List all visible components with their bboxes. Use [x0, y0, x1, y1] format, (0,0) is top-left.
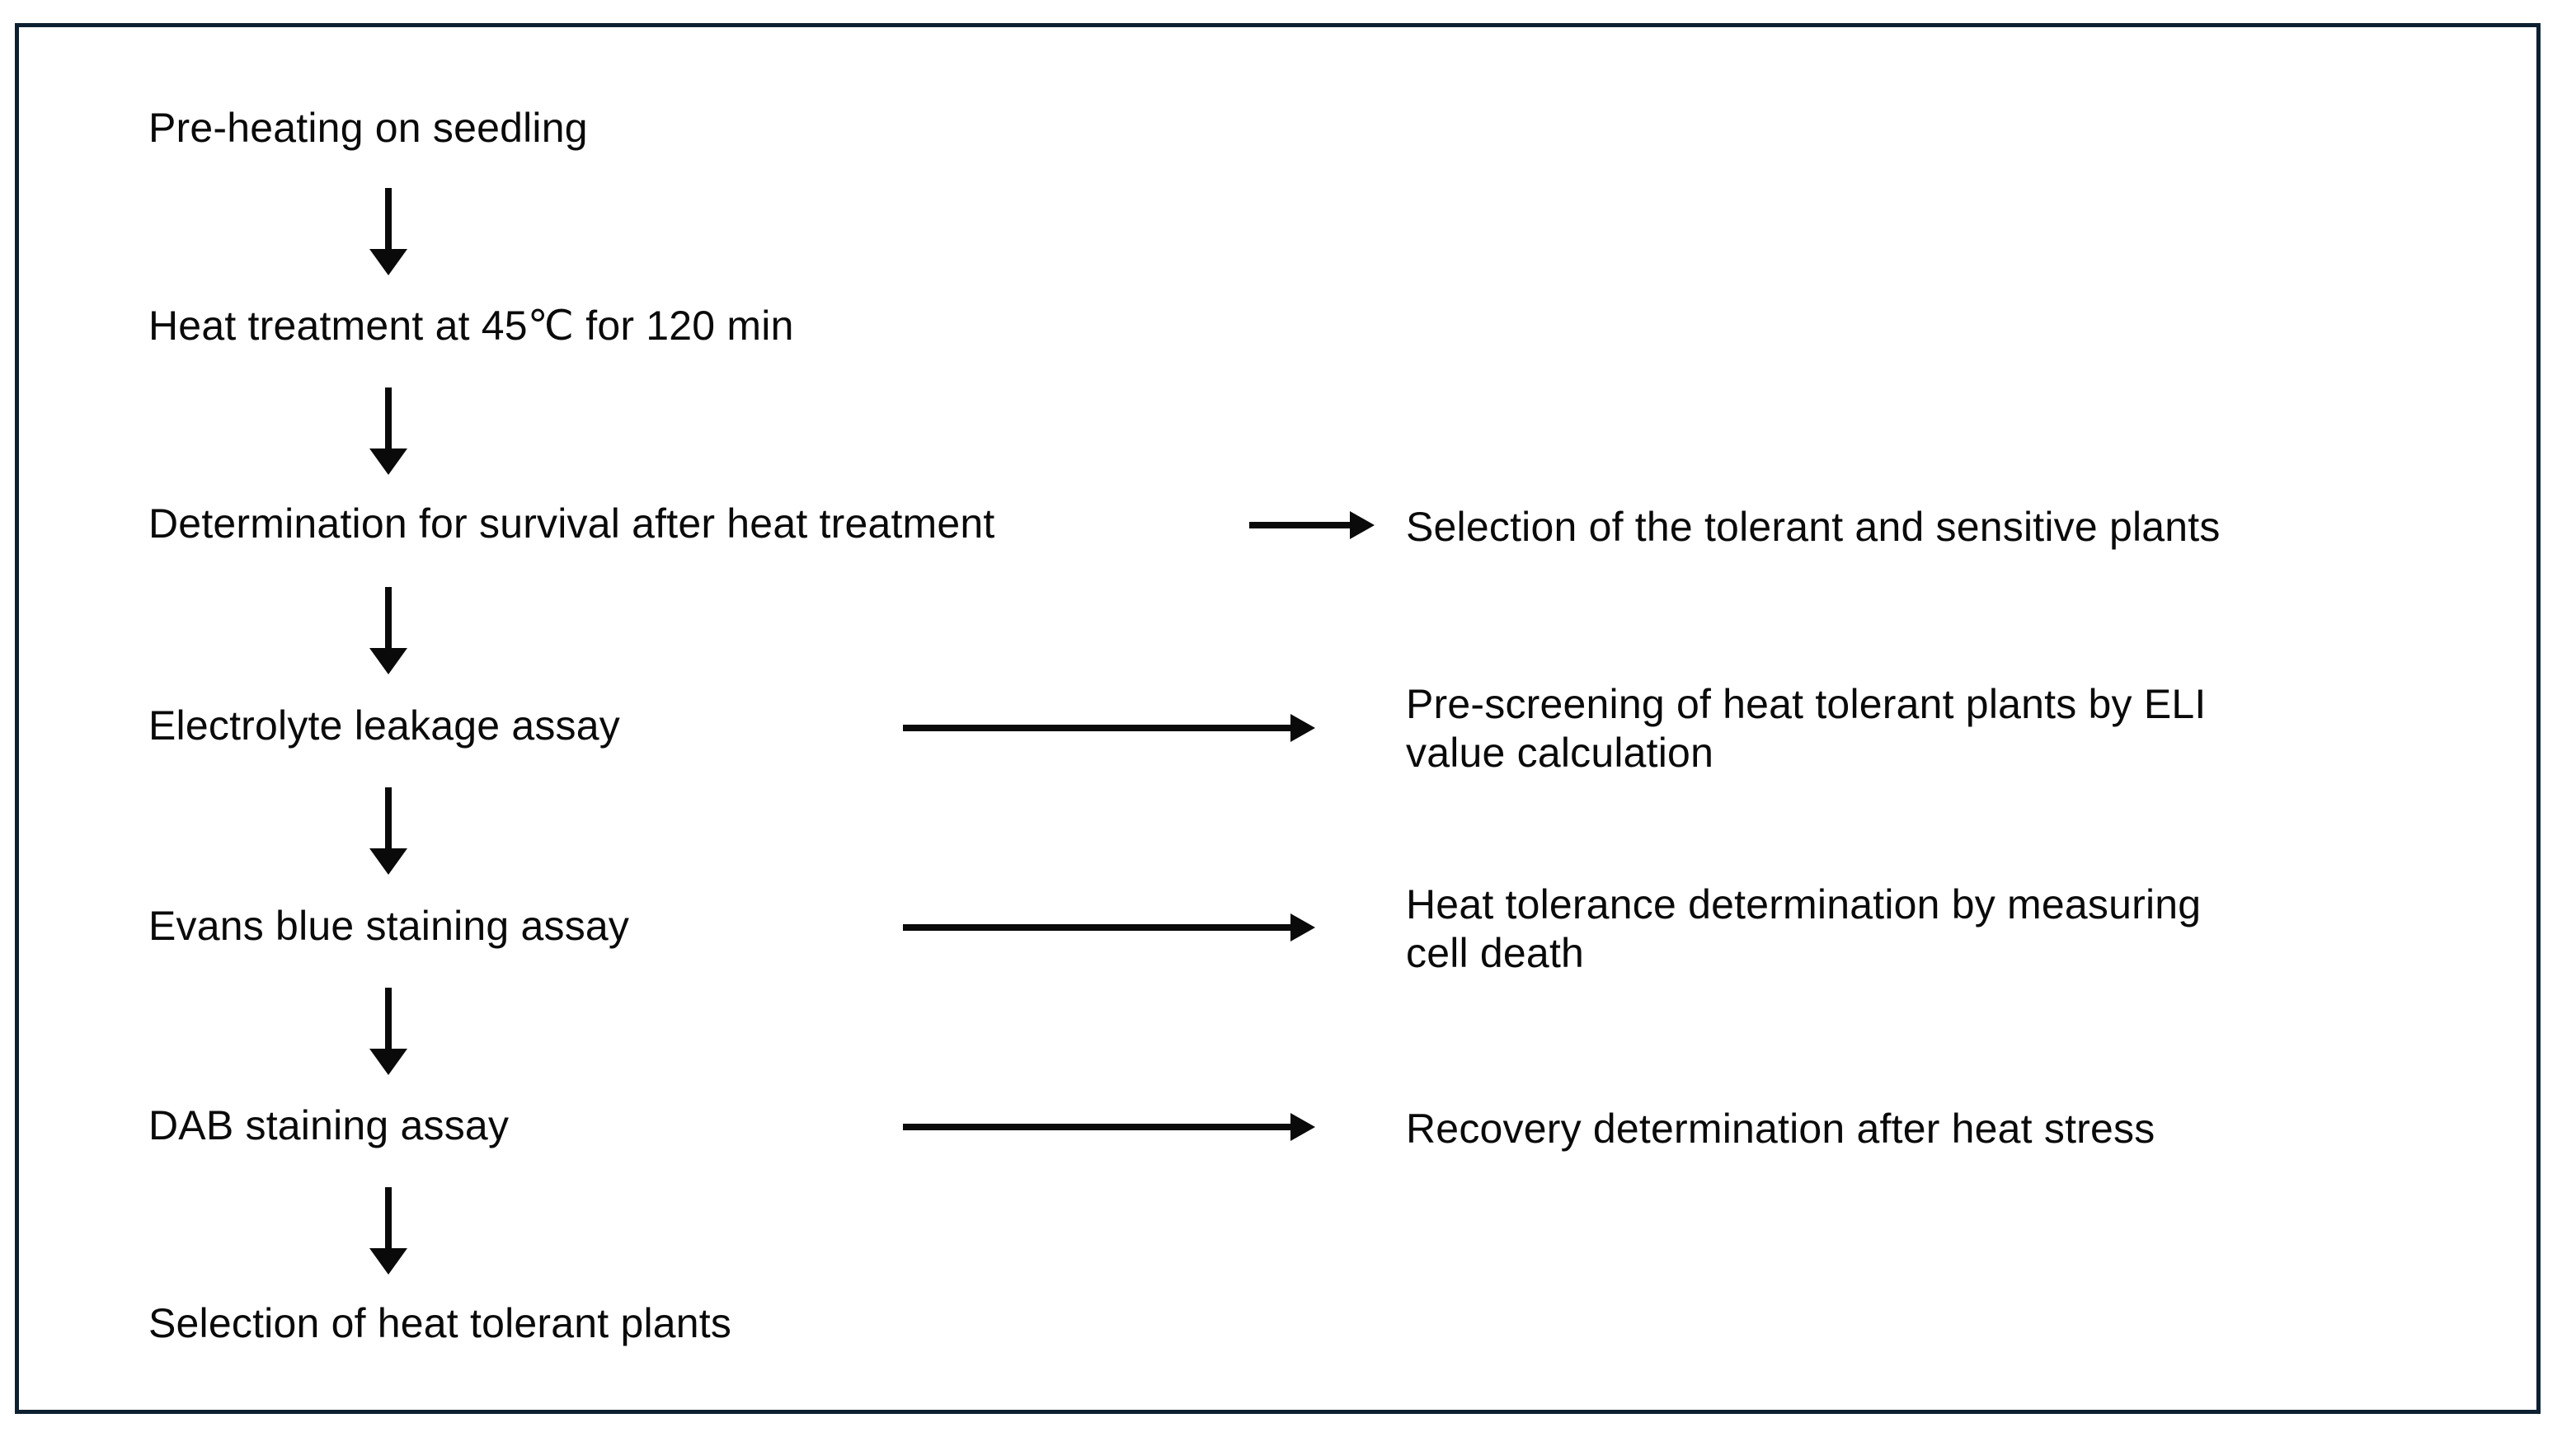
flow-step-survival-determination: Determination for survival after heat tr…: [148, 500, 995, 547]
right-arrow-icon-dab: [903, 1113, 1315, 1141]
down-arrow-icon-1: [369, 188, 407, 275]
right-arrow-icon-evans-blue: [903, 913, 1315, 942]
flow-step-selection-of-heat-tolerant-plants: Selection of heat tolerant plants: [148, 1300, 732, 1346]
right-arrow-icon-electrolyte: [903, 714, 1315, 742]
flow-outcome-pre-screening-eli: Pre-screening of heat tolerant plants by…: [1406, 681, 2207, 776]
flow-step-evans-blue-staining-assay: Evans blue staining assay: [148, 903, 630, 949]
right-arrow-icon-survival: [1249, 511, 1375, 539]
figure-border: [15, 23, 2541, 1414]
flow-outcome-selection-tolerant-sensitive: Selection of the tolerant and sensitive …: [1406, 504, 2221, 550]
flow-outcome-recovery-determination: Recovery determination after heat stress: [1406, 1106, 2155, 1152]
flow-step-electrolyte-leakage-assay: Electrolyte leakage assay: [148, 702, 620, 749]
down-arrow-icon-6: [369, 1187, 407, 1275]
flow-step-pre-heating: Pre-heating on seedling: [148, 105, 588, 151]
down-arrow-icon-4: [369, 787, 407, 875]
down-arrow-icon-2: [369, 387, 407, 475]
flow-step-heat-treatment: Heat treatment at 45℃ for 120 min: [148, 303, 794, 349]
flow-step-dab-staining-assay: DAB staining assay: [148, 1102, 510, 1148]
down-arrow-icon-3: [369, 587, 407, 674]
down-arrow-icon-5: [369, 988, 407, 1075]
flow-outcome-heat-tolerance-cell-death: Heat tolerance determination by measurin…: [1406, 881, 2202, 976]
